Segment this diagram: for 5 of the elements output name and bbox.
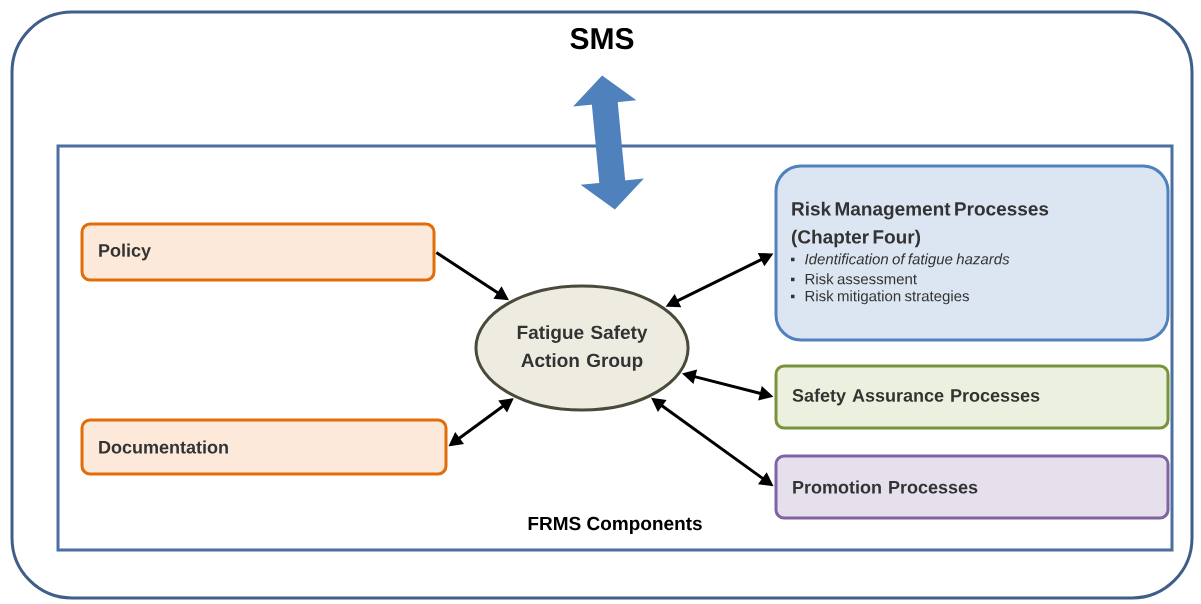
process-box: Risk Management Processes (Chapter Four) Identification of fatigue hazards Risk assessment Risk mitigation strategies <box>774 164 1170 342</box>
process-box: Safety Assurance Processes <box>774 364 1170 430</box>
process-box: Promotion Processes <box>774 454 1170 520</box>
process-box: Documentation <box>80 418 448 476</box>
process-box: Policy <box>80 222 436 282</box>
